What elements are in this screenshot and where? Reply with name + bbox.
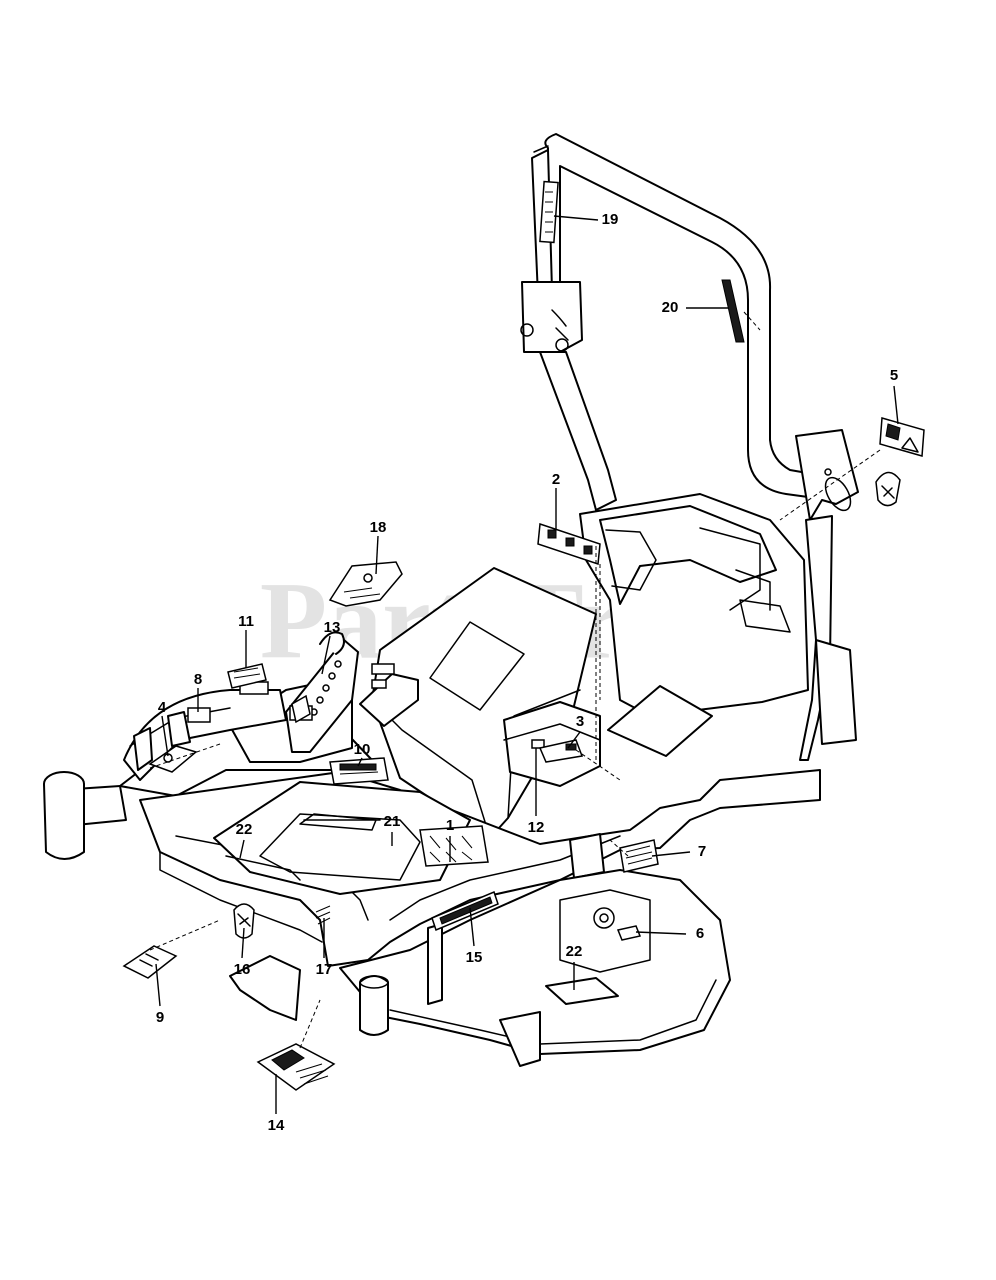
decal-13-strip (291, 694, 311, 724)
decal-12 (531, 739, 545, 749)
callout-17: 17 (316, 961, 333, 978)
decal-22-front (225, 855, 301, 881)
mower-deck (229, 869, 731, 1067)
callout-leaders (155, 215, 899, 1114)
callout-1: 1 (446, 817, 454, 834)
decal-11-sheet (227, 663, 267, 689)
decal-16 (233, 903, 255, 939)
callout-7: 7 (698, 843, 706, 860)
callout-22-front: 22 (236, 821, 253, 838)
control-lever-decal (310, 660, 342, 716)
callout-13: 13 (324, 619, 341, 636)
decal-3-sheet (538, 739, 584, 763)
roll-bar (520, 133, 859, 761)
alignment-lines (149, 449, 881, 1049)
callout-18: 18 (370, 519, 387, 536)
callout-14: 14 (268, 1117, 285, 1134)
decal-19 (539, 180, 559, 244)
decal-5-sheet (879, 417, 925, 457)
husqvarna-crown-logo-icon (875, 471, 901, 507)
callout-11: 11 (238, 613, 254, 630)
callout-4: 4 (158, 699, 167, 716)
decal-15 (431, 890, 499, 932)
callout-16: 16 (234, 961, 251, 978)
callout-8: 8 (194, 671, 202, 688)
callout-3: 3 (576, 713, 584, 730)
callout-15: 15 (466, 949, 483, 966)
callout-10: 10 (354, 741, 371, 758)
callout-21: 21 (384, 813, 401, 830)
callouts: 1 2 3 4 5 6 7 8 9 10 11 12 13 14 15 16 1… (156, 211, 898, 1134)
callout-5: 5 (890, 367, 898, 384)
decal-2-sheet (537, 522, 601, 566)
decal-6 (616, 925, 642, 941)
decal-20 (721, 279, 761, 343)
decal-10 (329, 757, 389, 785)
decal-14-sheet (256, 1043, 336, 1091)
callout-9: 9 (156, 1009, 164, 1026)
callout-12: 12 (528, 819, 545, 836)
decal-8 (187, 707, 211, 723)
callout-20: 20 (662, 299, 679, 316)
decal-1 (419, 825, 489, 867)
decal-7-sheet (619, 839, 659, 873)
callout-19: 19 (602, 211, 619, 228)
callout-22-deck: 22 (566, 943, 583, 960)
chassis (43, 493, 821, 967)
callout-2: 2 (552, 471, 560, 488)
decal-9-sheet (122, 945, 178, 979)
decal-18-sheet (328, 561, 403, 607)
callout-6: 6 (696, 925, 704, 942)
